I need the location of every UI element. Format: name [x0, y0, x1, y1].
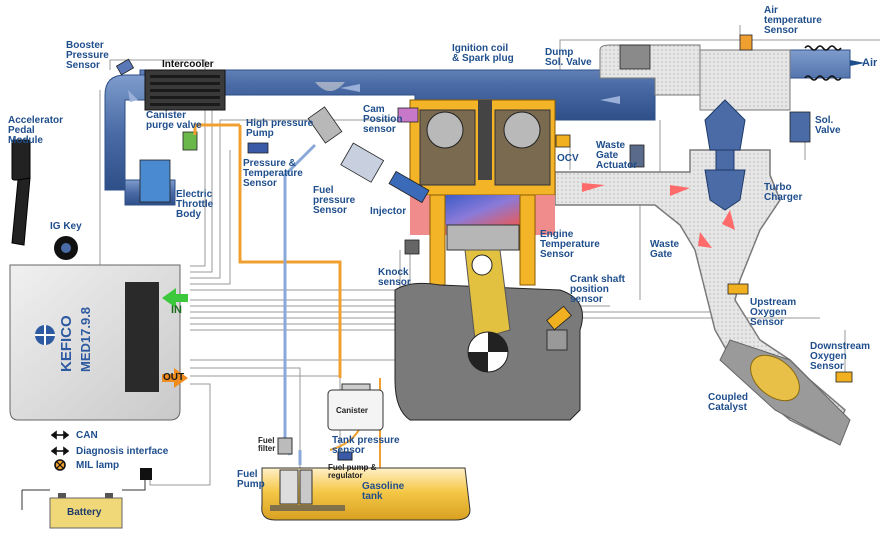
- label-air: Air: [862, 57, 878, 69]
- label-crank-shaft-position-sensor: Crank shaft position sensor: [570, 274, 626, 305]
- air-arrow: [850, 60, 865, 66]
- label-electric-throttle-body: Electric Throttle Body: [176, 189, 214, 220]
- ecu-out-label: OUT: [163, 372, 185, 383]
- label-intercooler: Intercooler: [162, 59, 214, 70]
- label-dump-sol-valve: Dump Sol. Valve: [545, 47, 592, 68]
- label-pressure-temperature-sensor: Pressure & Temperature Sensor: [243, 158, 303, 189]
- label-ignition-coil: Ignition coil & Spark plug: [452, 43, 514, 64]
- label-upstream-oxygen-sensor: Upstream Oxygen Sensor: [750, 297, 797, 328]
- label-turbo-charger: Turbo Charger: [764, 182, 803, 203]
- label-accelerator-pedal-module: Accelerator Pedal Module: [8, 115, 64, 146]
- label-ocv: OCV: [557, 153, 579, 164]
- turbo-charger: [704, 99, 746, 211]
- ecu-model: MED17.9.8: [78, 306, 93, 372]
- label-engine-temperature-sensor: Engine Temperature Sensor: [540, 229, 600, 260]
- legend-symbols: [50, 430, 70, 471]
- sensor-components: [115, 34, 853, 383]
- label-fuel-pressure-sensor: Fuel pressure Sensor: [313, 185, 356, 216]
- label-battery: Battery: [67, 507, 102, 518]
- in-arrow: [162, 288, 188, 308]
- label-fuel-filter: Fuel filter: [258, 436, 276, 453]
- engine: [394, 99, 583, 421]
- label-knock-sensor: Knock sensor: [378, 267, 411, 288]
- label-high-pressure-pump: High pressure Pump: [246, 118, 314, 139]
- label-injector: Injector: [370, 206, 407, 217]
- canister: [327, 383, 384, 431]
- accelerator-pedal: [11, 139, 31, 246]
- label-tank-pressure-sensor: Tank pressure sensor: [332, 435, 400, 456]
- label-booster-pressure-sensor: Booster Pressure Sensor: [66, 40, 109, 71]
- label-fuel-pump: Fuel Pump: [237, 469, 265, 490]
- label-waste-gate: Waste Gate: [650, 239, 680, 260]
- intercooler: [144, 69, 226, 111]
- label-canister-purge-valve: Canister purge valve: [146, 110, 202, 131]
- label-coupled-catalyst: Coupled Catalyst: [708, 392, 748, 413]
- legend-mil-lamp: MIL lamp: [76, 460, 120, 471]
- ecu-in-label: IN: [171, 304, 182, 316]
- legend-diagnosis-interface: Diagnosis interface: [76, 446, 169, 457]
- battery: [21, 468, 152, 529]
- gasoline-tank: [261, 437, 471, 521]
- label-cam-position-sensor: Cam Position sensor: [363, 104, 403, 135]
- out-arrow: [162, 368, 188, 388]
- label-sol-valve: Sol. Valve: [815, 115, 841, 136]
- label-waste-gate-actuator: Waste Gate Actuator: [596, 140, 638, 171]
- label-canister: Canister: [336, 406, 369, 415]
- label-gasoline-tank: Gasoline tank: [362, 481, 405, 502]
- label-downstream-oxygen-sensor: Downstream Oxygen Sensor: [810, 341, 871, 372]
- label-fuel-pump-regulator: Fuel pump & regulator: [328, 463, 377, 480]
- exhaust-system: [554, 149, 851, 446]
- legend-can: CAN: [76, 430, 98, 441]
- ig-key-icon: [54, 236, 78, 260]
- air-intake-coils: [804, 45, 842, 81]
- label-ig-key: IG Key: [50, 221, 82, 232]
- ecu-brand: KEFICO: [58, 315, 75, 372]
- ecu-unit: [9, 264, 181, 421]
- label-air-temperature-sensor: Air temperature Sensor: [764, 5, 822, 36]
